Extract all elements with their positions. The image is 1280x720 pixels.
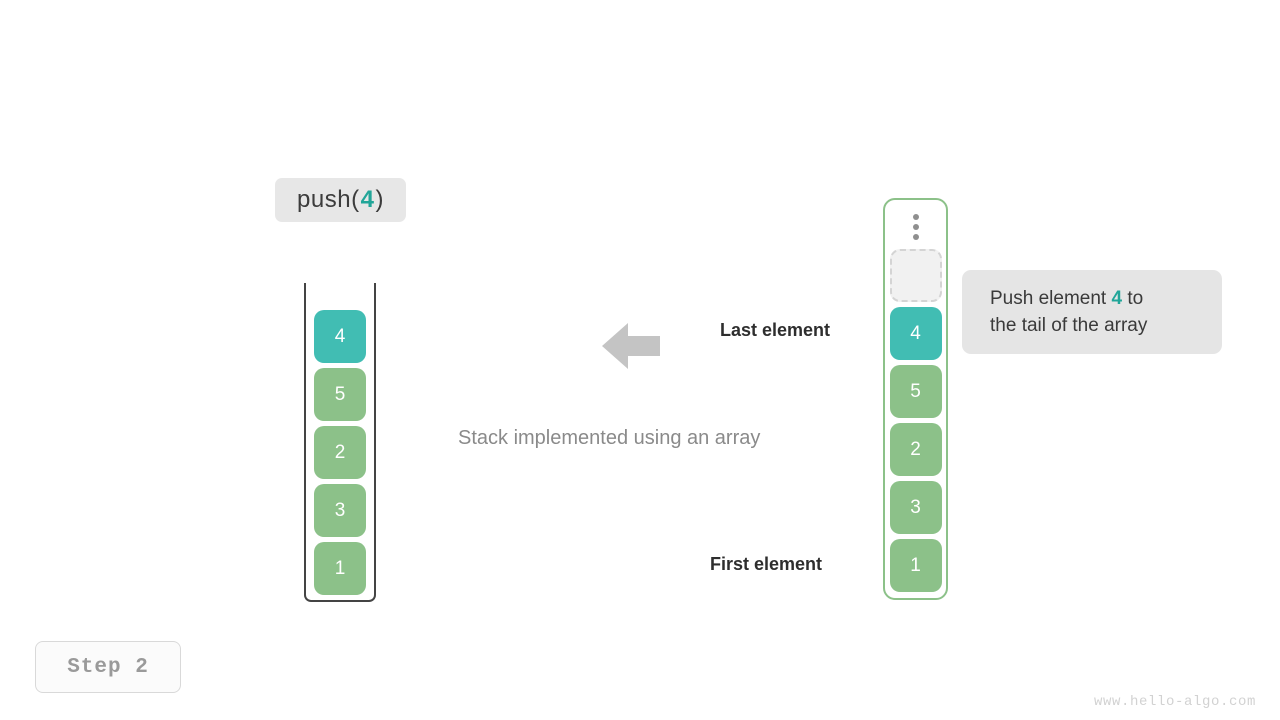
operation-prefix: push( (297, 186, 360, 213)
stack-cell: 3 (314, 484, 366, 537)
array-cell-value: 5 (910, 380, 921, 402)
array-cell-value: 1 (910, 554, 921, 576)
tooltip-value: 4 (1111, 288, 1123, 309)
annotation-tooltip: Push element 4 to the tail of the array (962, 270, 1222, 354)
stack-cell: 4 (314, 310, 366, 363)
stack-cell: 1 (314, 542, 366, 595)
watermark: www.hello-algo.com (1093, 694, 1256, 710)
array-cell: 2 (889, 423, 942, 476)
array-cell-value: 3 (910, 496, 921, 518)
operation-value: 4 (360, 186, 375, 213)
stack-cell: 2 (314, 426, 366, 479)
array-cell: 3 (889, 481, 942, 534)
array-diagram: 4 5 2 3 1 (883, 198, 948, 600)
tooltip-line-2: the tail of the array (990, 315, 1148, 336)
stack-cell-value: 2 (334, 441, 346, 463)
stack-cell-value: 3 (334, 499, 346, 521)
stack-cell-list: 4 5 2 3 1 (304, 310, 376, 595)
stack-cell: 5 (314, 368, 366, 421)
first-element-label: First element (710, 554, 823, 574)
stack-cell-value: 4 (334, 325, 346, 347)
operation-suffix: ) (375, 186, 384, 213)
step-badge: Step 2 (35, 641, 181, 693)
array-cell-list: 4 5 2 3 1 (885, 249, 946, 592)
array-cell: 1 (889, 539, 942, 592)
diagram-caption: Stack implemented using an array (458, 427, 761, 449)
dot (912, 224, 919, 230)
vertical-dots-icon (912, 214, 919, 240)
operation-badge: push(4) (275, 178, 406, 222)
array-cell-value: 4 (910, 322, 921, 344)
dot (912, 234, 919, 240)
array-empty-slot (889, 249, 942, 302)
array-cell-value: 2 (910, 438, 921, 460)
tooltip-text-after: to (1122, 288, 1144, 309)
array-cell: 4 (889, 307, 942, 360)
stack-cell-value: 1 (334, 557, 346, 579)
dot (912, 214, 919, 220)
stack-diagram: 4 5 2 3 1 (304, 283, 376, 602)
last-element-label: Last element (720, 320, 831, 340)
arrow-left-icon (602, 323, 660, 369)
tooltip-text-before: Push element (990, 288, 1112, 309)
tooltip-line-1: Push element 4 to (990, 285, 1194, 312)
step-label: Step 2 (67, 655, 149, 679)
stack-cell-value: 5 (334, 383, 346, 405)
array-cell: 5 (889, 365, 942, 418)
